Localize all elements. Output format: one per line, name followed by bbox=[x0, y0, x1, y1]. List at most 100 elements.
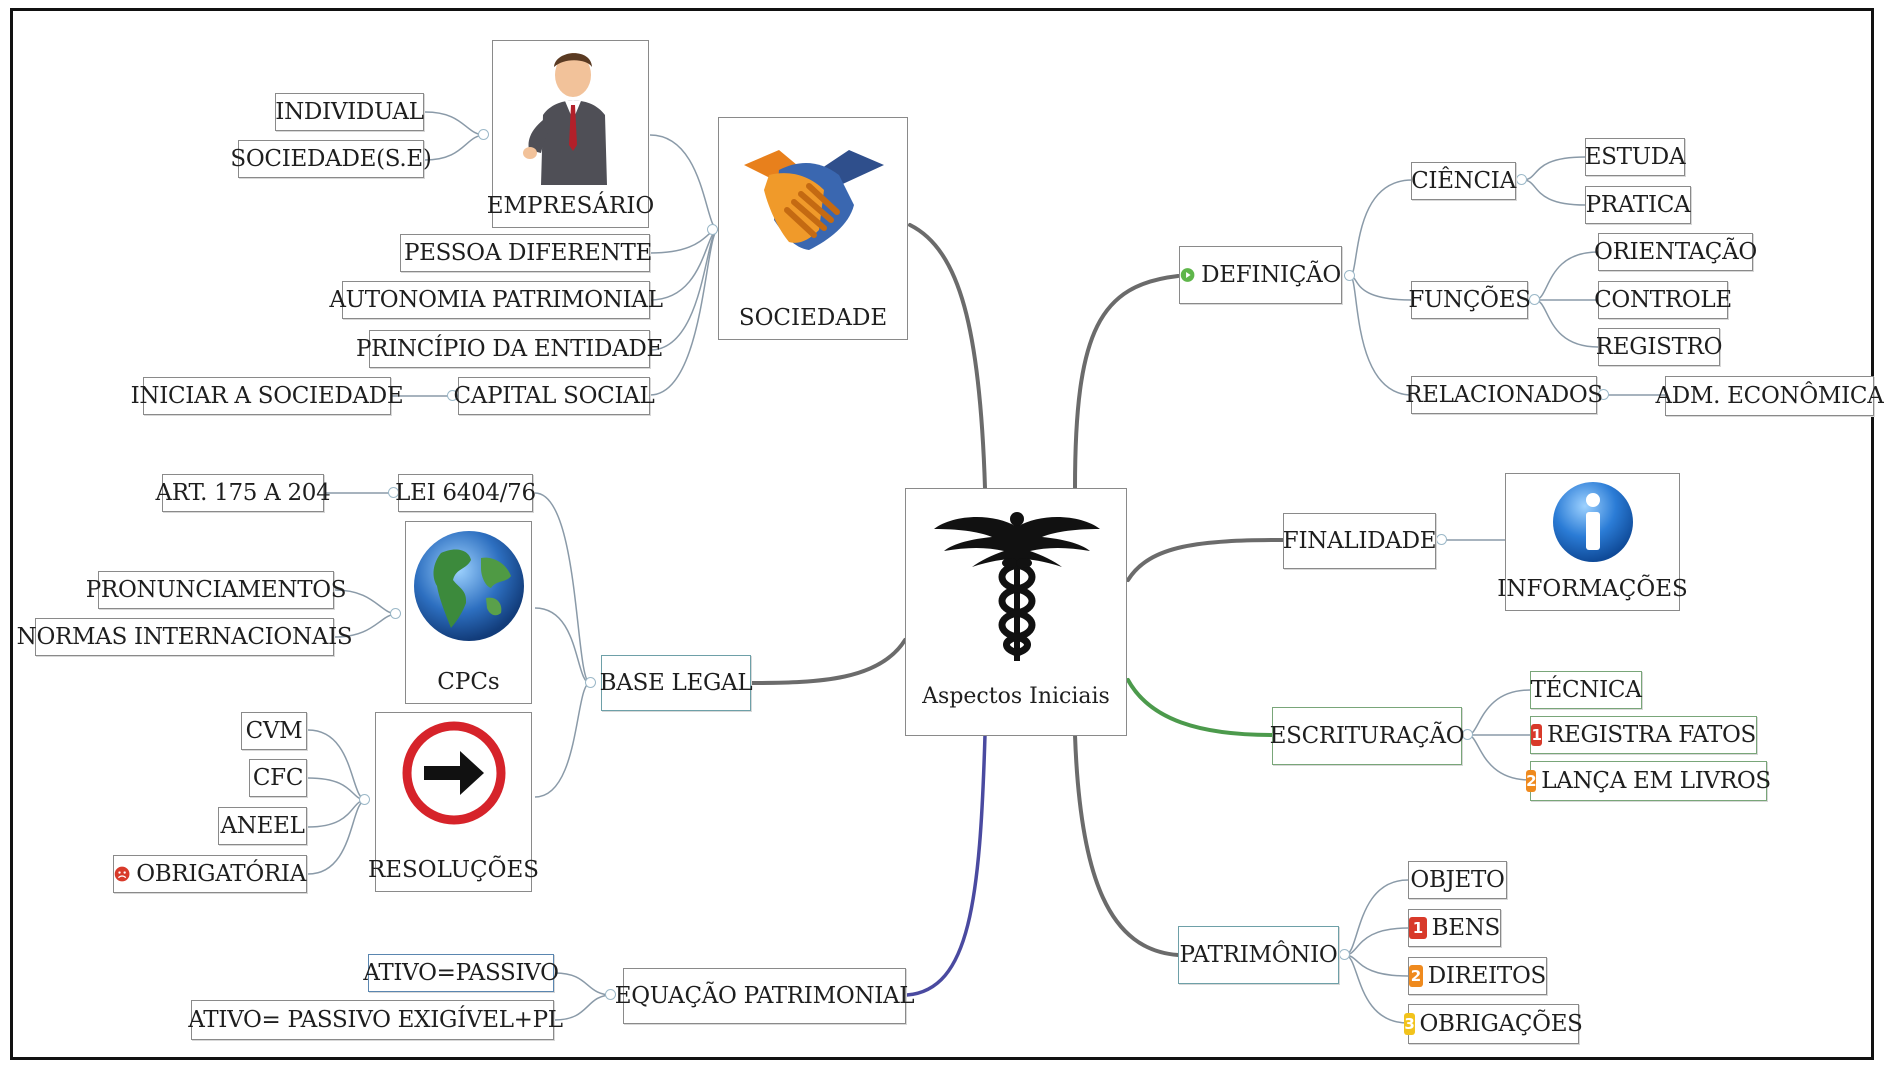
collapse-toggle[interactable] bbox=[1598, 389, 1609, 400]
node-direitos[interactable]: 2 DIREITOS bbox=[1408, 957, 1547, 995]
node-pratica-label: PRATICA bbox=[1585, 191, 1691, 218]
node-capital-social[interactable]: CAPITAL SOCIAL bbox=[453, 377, 655, 415]
node-autonomia-label: AUTONOMIA PATRIMONIAL bbox=[329, 286, 663, 313]
node-pessoa-diferente[interactable]: PESSOA DIFERENTE bbox=[400, 234, 652, 272]
node-autonomia[interactable]: AUTONOMIA PATRIMONIAL bbox=[329, 281, 663, 319]
node-direitos-label: DIREITOS bbox=[1427, 962, 1547, 989]
node-iniciar-sociedade[interactable]: INICIAR A SOCIEDADE bbox=[131, 377, 404, 415]
node-cvm[interactable]: CVM bbox=[241, 712, 307, 750]
node-base-legal-label: BASE LEGAL bbox=[599, 669, 753, 696]
node-escrituracao[interactable]: ESCRITURAÇÃO bbox=[1269, 707, 1465, 765]
node-pronunciamentos-label: PRONUNCIAMENTOS bbox=[85, 576, 347, 603]
node-individual-label: INDIVIDUAL bbox=[275, 98, 424, 125]
node-registro-label: REGISTRO bbox=[1595, 333, 1723, 360]
node-empresario[interactable]: EMPRESÁRIO bbox=[487, 40, 654, 228]
node-base-legal[interactable]: BASE LEGAL bbox=[599, 655, 753, 711]
central-topic[interactable]: Aspectos Iniciais bbox=[905, 488, 1127, 736]
node-controle[interactable]: CONTROLE bbox=[1594, 281, 1732, 319]
node-sociedade[interactable]: SOCIEDADE bbox=[718, 117, 908, 340]
number-one-badge-icon: 1 bbox=[1531, 724, 1543, 746]
collapse-toggle[interactable] bbox=[707, 224, 718, 235]
node-orientacao-label: ORIENTAÇÃO bbox=[1594, 238, 1757, 265]
node-equacao-patrimonial[interactable]: EQUAÇÃO PATRIMONIAL bbox=[615, 968, 915, 1024]
collapse-toggle[interactable] bbox=[585, 677, 596, 688]
node-bens-label: BENS bbox=[1431, 914, 1501, 941]
number-two-badge-icon: 2 bbox=[1409, 965, 1423, 987]
node-tecnica[interactable]: TÉCNICA bbox=[1530, 671, 1642, 709]
collapse-toggle[interactable] bbox=[1344, 270, 1355, 281]
node-adm-economica[interactable]: ADM. ECONÔMICA bbox=[1655, 376, 1884, 416]
collapse-toggle[interactable] bbox=[1462, 729, 1473, 740]
node-lanca-em-livros[interactable]: 2 LANÇA EM LIVROS bbox=[1526, 761, 1771, 801]
node-art-175[interactable]: ART. 175 A 204 bbox=[156, 474, 331, 512]
node-definicao[interactable]: DEFINIÇÃO bbox=[1179, 246, 1342, 304]
node-art-175-label: ART. 175 A 204 bbox=[155, 479, 331, 506]
node-resolucoes[interactable]: RESOLUÇÕES bbox=[368, 712, 539, 892]
node-registra-fatos-label: REGISTRA FATOS bbox=[1547, 721, 1756, 748]
node-estuda[interactable]: ESTUDA bbox=[1584, 138, 1686, 176]
node-funcoes[interactable]: FUNÇÕES bbox=[1408, 281, 1531, 319]
node-resolucoes-label: RESOLUÇÕES bbox=[367, 857, 540, 883]
node-lei-6404[interactable]: LEI 6404/76 bbox=[395, 474, 536, 512]
node-ciencia-label: CIÊNCIA bbox=[1411, 167, 1516, 194]
node-lanca-em-livros-label: LANÇA EM LIVROS bbox=[1541, 767, 1771, 794]
node-orientacao[interactable]: ORIENTAÇÃO bbox=[1594, 233, 1757, 271]
collapse-toggle[interactable] bbox=[1529, 294, 1540, 305]
node-cpcs-label: CPCs bbox=[437, 669, 500, 695]
node-obrigatoria[interactable]: OBRIGATÓRIA bbox=[113, 855, 307, 893]
central-topic-label: Aspectos Iniciais bbox=[922, 684, 1110, 709]
node-patrimonio-label: PATRIMÔNIO bbox=[1179, 941, 1338, 968]
node-informacoes[interactable]: INFORMAÇÕES bbox=[1497, 473, 1688, 611]
node-normas-internacionais[interactable]: NORMAS INTERNACIONAIS bbox=[17, 618, 353, 656]
node-cfc-label: CFC bbox=[252, 764, 304, 791]
node-finalidade[interactable]: FINALIDADE bbox=[1283, 513, 1437, 569]
globe-icon bbox=[414, 531, 524, 641]
node-pratica[interactable]: PRATICA bbox=[1585, 186, 1691, 224]
collapse-toggle[interactable] bbox=[605, 989, 616, 1000]
node-obrigatoria-label: OBRIGATÓRIA bbox=[136, 860, 306, 887]
number-two-badge-icon: 2 bbox=[1526, 770, 1537, 792]
collapse-toggle[interactable] bbox=[478, 129, 489, 140]
node-principio[interactable]: PRINCÍPIO DA ENTIDADE bbox=[356, 330, 663, 368]
node-bens[interactable]: 1 BENS bbox=[1408, 909, 1501, 947]
node-ativo-passivo-pl-label: ATIVO= PASSIVO EXIGÍVEL+PL bbox=[188, 1006, 563, 1033]
node-cvm-label: CVM bbox=[245, 717, 303, 744]
collapse-toggle[interactable] bbox=[1339, 949, 1350, 960]
node-pronunciamentos[interactable]: PRONUNCIAMENTOS bbox=[86, 571, 347, 609]
node-objeto-label: OBJETO bbox=[1410, 866, 1505, 893]
node-patrimonio[interactable]: PATRIMÔNIO bbox=[1178, 926, 1339, 984]
handshake-icon bbox=[744, 150, 884, 250]
node-equacao-patrimonial-label: EQUAÇÃO PATRIMONIAL bbox=[614, 982, 915, 1009]
play-icon bbox=[1180, 268, 1195, 282]
node-aneel[interactable]: ANEEL bbox=[218, 807, 307, 845]
node-ativo-passivo-pl[interactable]: ATIVO= PASSIVO EXIGÍVEL+PL bbox=[188, 1000, 563, 1040]
node-definicao-label: DEFINIÇÃO bbox=[1201, 261, 1341, 288]
node-objeto[interactable]: OBJETO bbox=[1408, 861, 1507, 899]
node-cfc[interactable]: CFC bbox=[249, 759, 307, 797]
node-normas-internacionais-label: NORMAS INTERNACIONAIS bbox=[16, 623, 353, 650]
node-capital-social-label: CAPITAL SOCIAL bbox=[453, 382, 655, 409]
collapse-toggle[interactable] bbox=[390, 608, 401, 619]
node-cpcs[interactable]: CPCs bbox=[405, 521, 532, 704]
node-estuda-label: ESTUDA bbox=[1584, 143, 1686, 170]
node-ciencia[interactable]: CIÊNCIA bbox=[1411, 162, 1516, 200]
node-registro[interactable]: REGISTRO bbox=[1595, 328, 1723, 366]
collapse-toggle[interactable] bbox=[1516, 174, 1527, 185]
node-ativo-passivo[interactable]: ATIVO=PASSIVO bbox=[363, 954, 559, 992]
node-sociedade-se[interactable]: SOCIEDADE(S.E) bbox=[230, 140, 432, 178]
collapse-toggle[interactable] bbox=[1436, 534, 1447, 545]
node-obrigacoes-label: OBRIGAÇÕES bbox=[1419, 1010, 1583, 1037]
collapse-toggle[interactable] bbox=[447, 390, 458, 401]
node-relacionados[interactable]: RELACIONADOS bbox=[1405, 376, 1603, 414]
node-escrituracao-label: ESCRITURAÇÃO bbox=[1269, 722, 1465, 749]
node-registra-fatos[interactable]: 1 REGISTRA FATOS bbox=[1530, 716, 1757, 754]
node-tecnica-label: TÉCNICA bbox=[1530, 676, 1642, 703]
node-obrigacoes[interactable]: 3 OBRIGAÇÕES bbox=[1404, 1004, 1583, 1044]
node-controle-label: CONTROLE bbox=[1594, 286, 1732, 313]
diagram-frame bbox=[10, 8, 1874, 1060]
node-lei-6404-label: LEI 6404/76 bbox=[395, 479, 536, 506]
node-principio-label: PRINCÍPIO DA ENTIDADE bbox=[355, 335, 664, 362]
collapse-toggle[interactable] bbox=[359, 794, 370, 805]
node-individual[interactable]: INDIVIDUAL bbox=[275, 93, 424, 131]
